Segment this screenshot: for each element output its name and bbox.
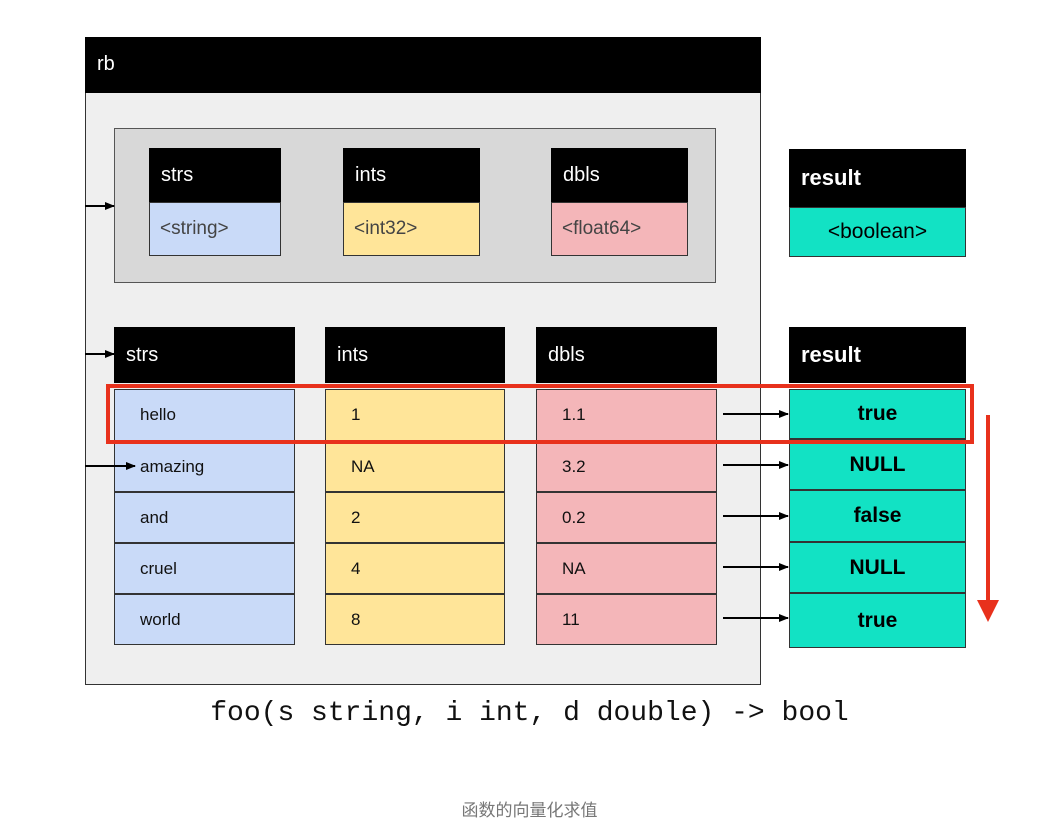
table-ints-header: ints	[325, 327, 505, 383]
table-dbls-header: dbls	[536, 327, 717, 383]
schema-ints-type: <int32>	[343, 202, 480, 256]
figure-caption: 函数的向量化求值	[461, 801, 598, 820]
function-signature: foo(s string, i int, d double) -> bool	[210, 698, 849, 729]
table-cell-result: NULL	[789, 439, 966, 490]
table-cell-dbls: NA	[536, 543, 717, 594]
table-cell-dbls: 3.2	[536, 441, 717, 492]
record-batch-label: rb	[85, 37, 761, 93]
table-strs-header: strs	[114, 327, 295, 383]
iteration-arrow-head	[977, 600, 999, 622]
table-cell-result: NULL	[789, 542, 966, 593]
table-cell-result: true	[789, 389, 966, 439]
highlight-row-box	[106, 384, 974, 444]
schema-ints-header: ints	[343, 148, 480, 202]
table-cell-strs: cruel	[114, 543, 295, 594]
table-cell-dbls: 11	[536, 594, 717, 645]
schema-result-header: result	[789, 149, 966, 207]
schema-result-type: <boolean>	[789, 207, 966, 257]
table-cell-result: false	[789, 490, 966, 542]
table-cell-strs: world	[114, 594, 295, 645]
table-cell-ints: NA	[325, 441, 505, 492]
schema-dbls-header: dbls	[551, 148, 688, 202]
table-cell-ints: 8	[325, 594, 505, 645]
table-cell-ints: 1	[325, 389, 505, 441]
table-cell-result: true	[789, 593, 966, 648]
schema-strs-header: strs	[149, 148, 281, 202]
table-cell-ints: 4	[325, 543, 505, 594]
schema-strs-type: <string>	[149, 202, 281, 256]
table-result-header: result	[789, 327, 966, 383]
table-cell-strs: and	[114, 492, 295, 543]
table-cell-ints: 2	[325, 492, 505, 543]
schema-dbls-type: <float64>	[551, 202, 688, 256]
table-cell-dbls: 0.2	[536, 492, 717, 543]
table-cell-strs: hello	[114, 389, 295, 441]
